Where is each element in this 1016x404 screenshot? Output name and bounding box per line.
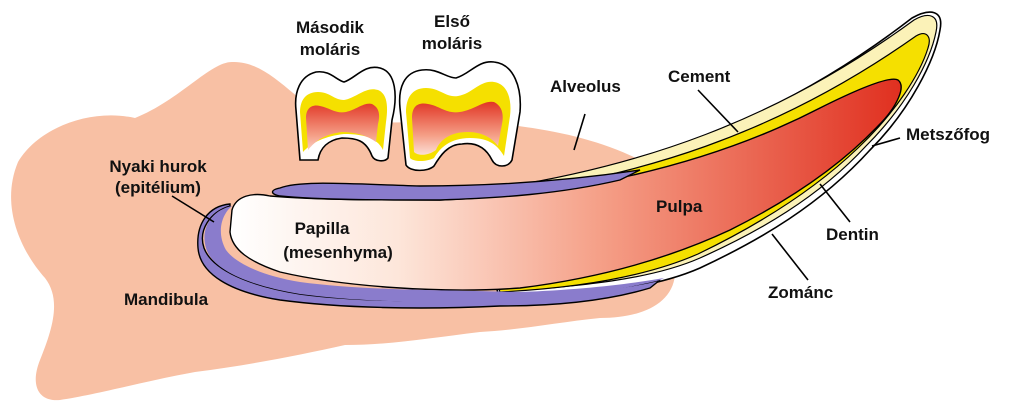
leader-zomanc [772,234,808,280]
label-alveolus: Alveolus [550,77,621,96]
label-mandibula: Mandibula [124,290,209,309]
label-papilla-line1: Papilla [295,219,350,238]
label-nyaki-line2: (epitélium) [115,178,201,197]
label-elso-line2: moláris [422,34,482,53]
label-elso-line1: Első [434,12,470,31]
label-zomanc: Zománc [768,283,833,302]
label-masodik-line1: Második [296,18,365,37]
label-papilla-line2: (mesenhyma) [283,243,393,262]
leader-cement [698,90,738,132]
label-dentin: Dentin [826,225,879,244]
label-metszofog: Metszőfog [906,125,990,144]
label-masodik-line2: moláris [300,40,360,59]
label-pulpa: Pulpa [656,197,703,216]
leader-dentin [820,184,850,222]
label-cement: Cement [668,67,731,86]
label-nyaki-line1: Nyaki hurok [109,157,207,176]
